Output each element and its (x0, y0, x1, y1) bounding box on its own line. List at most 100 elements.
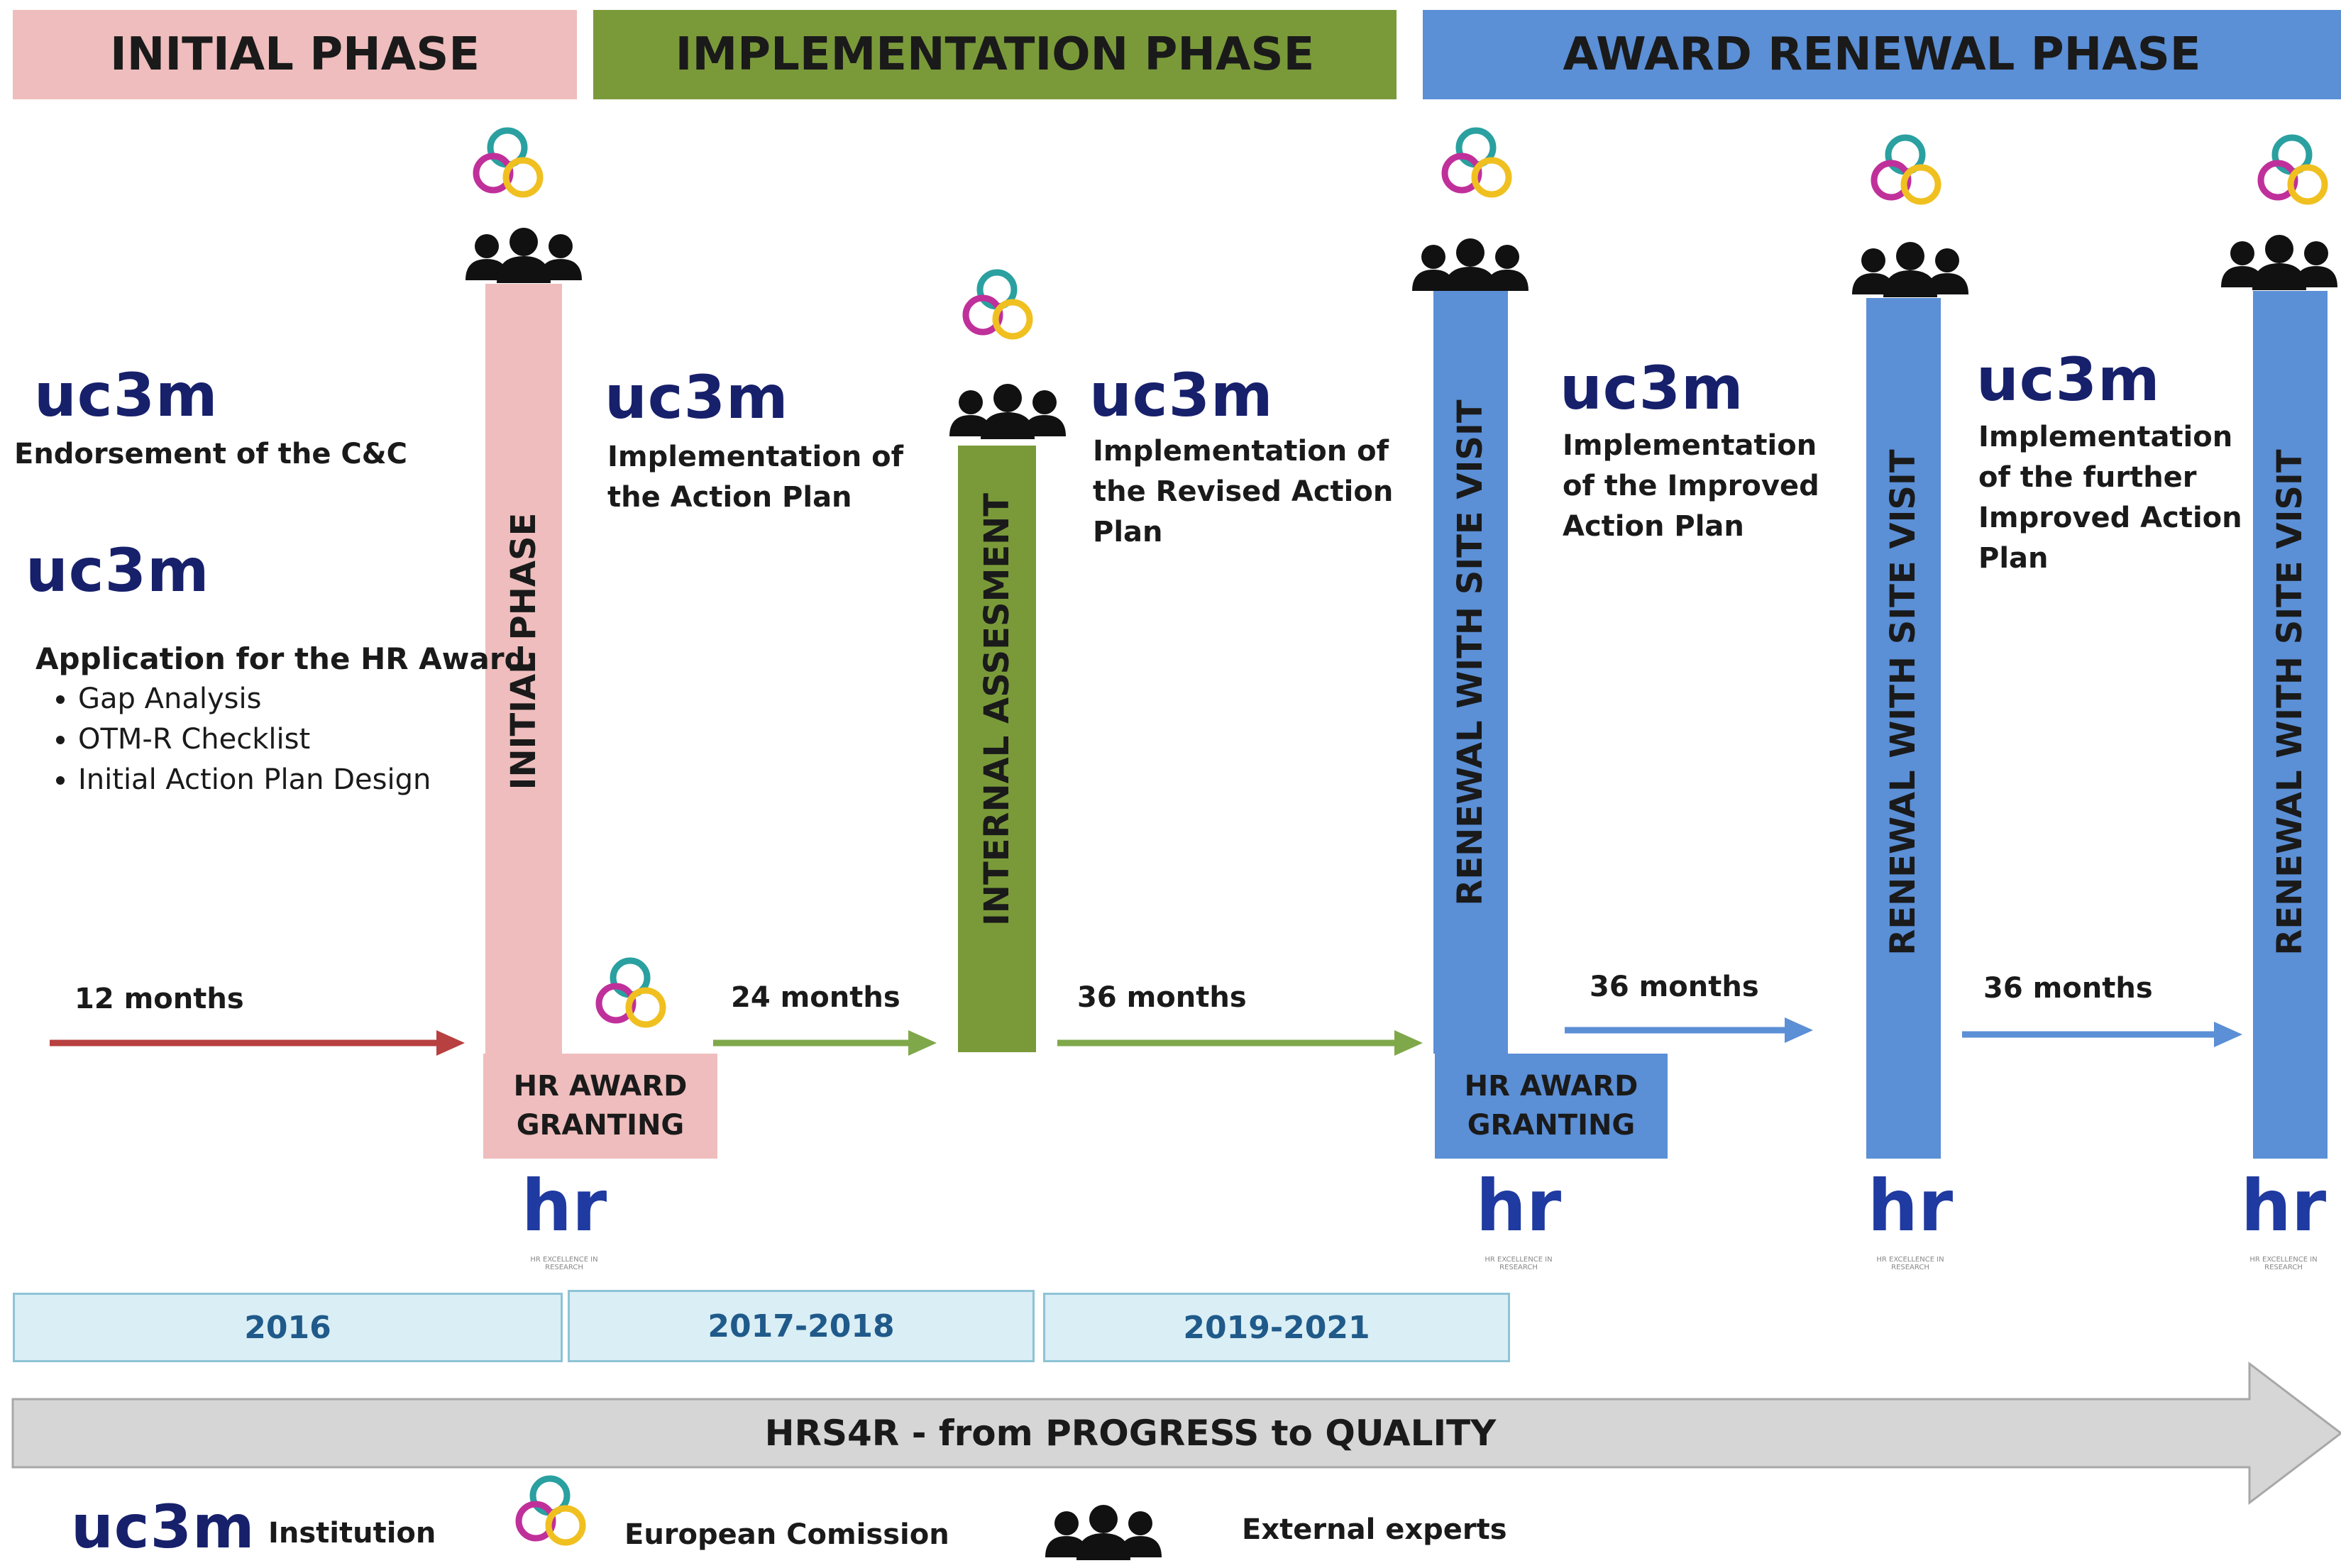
hr-logo-icon: hr (521, 1164, 607, 1247)
year-label: 2019-2021 (1183, 1309, 1370, 1346)
text-line: of the further (1978, 461, 2197, 494)
renewal-granting-box (1435, 1054, 1668, 1159)
text-line: of the Improved (1563, 470, 1819, 502)
implementation-block-4: Implementation of the further Improved A… (1978, 417, 2242, 579)
year-box-2017-2018: 2017-2018 (568, 1290, 1035, 1362)
legend-experts-icon (1045, 1505, 1162, 1560)
implementation-block-1: Implementation of the Action Plan (607, 437, 903, 518)
experts-icon (466, 228, 582, 283)
year-label: 2016 (244, 1309, 331, 1346)
renewal-phase-header: AWARD RENEWAL PHASE (1423, 10, 2341, 99)
text-line: Implementation of (1093, 435, 1389, 468)
hr-logo-icon: hr (2240, 1164, 2327, 1247)
text-line: Plan (1978, 542, 2049, 575)
text-line: Improved Action (1978, 502, 2242, 534)
list-item: Gap Analysis (78, 679, 537, 719)
experts-icon (1852, 242, 1968, 297)
hr-logo-caption: HR EXCELLENCE IN RESEARCH (1876, 1256, 1944, 1271)
uc3m-logo: uc3m (1976, 345, 2161, 414)
application-list: Gap Analysis OTM-R Checklist Initial Act… (35, 679, 537, 800)
text-line: Action Plan (1563, 510, 1744, 543)
legend-institution-label: Institution (268, 1517, 436, 1550)
hr-excellence-logo: hr HR EXCELLENCE IN RESEARCH (1857, 1171, 1963, 1277)
hr-logo-caption: HR EXCELLENCE IN RESEARCH (1485, 1256, 1553, 1271)
legend-ec-icon (519, 1479, 583, 1542)
banner-title: HRS4R - from PROGRESS to QUALITY (764, 1413, 1497, 1454)
initial-phase-label: INITIAL PHASE (109, 28, 480, 81)
text-line: Implementation (1978, 421, 2233, 453)
implementation-phase-header: IMPLEMENTATION PHASE (593, 10, 1397, 99)
initial-phase-header: INITIAL PHASE (13, 10, 577, 99)
uc3m-logo: uc3m (1560, 353, 1744, 423)
renewal-vertical-label-3: RENEWAL WITH SITE VISIT (2270, 449, 2310, 956)
text-line: the Revised Action (1093, 475, 1394, 508)
arrow-24-months (713, 1030, 937, 1056)
duration-36-months-2: 36 months (1590, 971, 1759, 1003)
list-item: OTM-R Checklist (78, 719, 537, 760)
granting-line-1: HR AWARD (1464, 1070, 1638, 1103)
legend-experts-label: External experts (1242, 1513, 1507, 1546)
initial-phase-bar (485, 284, 562, 1054)
granting-line-2: GRANTING (1467, 1109, 1636, 1142)
duration-36-months-3: 36 months (1983, 972, 2153, 1005)
text-line: Implementation of (607, 441, 904, 473)
uc3m-logo: uc3m (605, 363, 789, 432)
renewal-bar-2 (1866, 298, 1941, 1159)
arrow-36-months-2 (1565, 1017, 1813, 1043)
text-line: Implementation (1563, 429, 1817, 462)
text-line: Plan (1093, 516, 1163, 548)
internal-assessment-vertical-label: INTERNAL ASSESMENT (977, 492, 1017, 927)
implementation-block-2: Implementation of the Revised Action Pla… (1093, 431, 1393, 553)
initial-granting-box (483, 1054, 717, 1159)
renewal-bar-3 (2253, 291, 2328, 1159)
ec-logo-icon (1445, 131, 1509, 194)
legend-uc3m-logo: uc3m (71, 1492, 255, 1562)
experts-icon (1412, 238, 1528, 294)
hr-award-granting-initial: HR AWARD GRANTING (483, 1054, 717, 1159)
application-block: Application for the HR Award: Gap Analys… (35, 639, 537, 800)
ec-logo-icon (966, 272, 1030, 336)
ec-logo-icon (2261, 138, 2325, 201)
hr-excellence-logo: hr HR EXCELLENCE IN RESEARCH (1465, 1171, 1572, 1277)
renewal-vertical-label-2: RENEWAL WITH SITE VISIT (1883, 449, 1923, 956)
implementation-block-3: Implementation of the Improved Action Pl… (1563, 426, 1819, 547)
uc3m-logo: uc3m (1089, 360, 1274, 430)
hr-logo-icon: hr (1867, 1164, 1954, 1247)
internal-assessment-bar (958, 446, 1036, 1052)
year-box-2019-2021: 2019-2021 (1043, 1293, 1510, 1362)
legend-commission-label: European Comission (624, 1518, 949, 1551)
hr-award-granting-renewal: HR AWARD GRANTING (1435, 1054, 1668, 1159)
uc3m-logo: uc3m (34, 360, 219, 430)
uc3m-logo: uc3m (26, 536, 210, 605)
duration-12-months: 12 months (75, 983, 244, 1015)
year-box-2016: 2016 (13, 1293, 563, 1362)
granting-line-2: GRANTING (516, 1109, 685, 1142)
hr-excellence-logo: hr HR EXCELLENCE IN RESEARCH (511, 1171, 617, 1277)
renewal-vertical-label-1: RENEWAL WITH SITE VISIT (1450, 399, 1490, 906)
hr-logo-caption: HR EXCELLENCE IN RESEARCH (530, 1256, 598, 1271)
application-title: Application for the HR Award: (35, 641, 538, 676)
year-label: 2017-2018 (707, 1308, 895, 1345)
ec-logo-icon (599, 961, 663, 1025)
granting-line-1: HR AWARD (513, 1070, 688, 1103)
implementation-phase-label: IMPLEMENTATION PHASE (675, 28, 1315, 81)
endorsement-text: Endorsement of the C&C (14, 438, 407, 470)
renewal-bar-1 (1433, 291, 1508, 1054)
experts-icon (949, 384, 1066, 439)
renewal-phase-label: AWARD RENEWAL PHASE (1563, 28, 2201, 81)
duration-24-months: 24 months (731, 981, 900, 1014)
hr-logo-icon: hr (1475, 1164, 1562, 1247)
arrow-12-months (50, 1030, 465, 1056)
text-line: the Action Plan (607, 481, 852, 514)
hr-logo-caption: HR EXCELLENCE IN RESEARCH (2249, 1256, 2318, 1271)
experts-icon (2221, 235, 2337, 290)
ec-logo-icon (476, 131, 540, 194)
banner-arrow (11, 1361, 2341, 1506)
hr-excellence-logo: hr HR EXCELLENCE IN RESEARCH (2230, 1171, 2337, 1277)
arrow-36-months-1 (1057, 1030, 1423, 1056)
ec-logo-icon (1874, 138, 1938, 201)
arrow-36-months-3 (1962, 1022, 2242, 1047)
duration-36-months-1: 36 months (1077, 981, 1247, 1014)
list-item: Initial Action Plan Design (78, 760, 537, 800)
